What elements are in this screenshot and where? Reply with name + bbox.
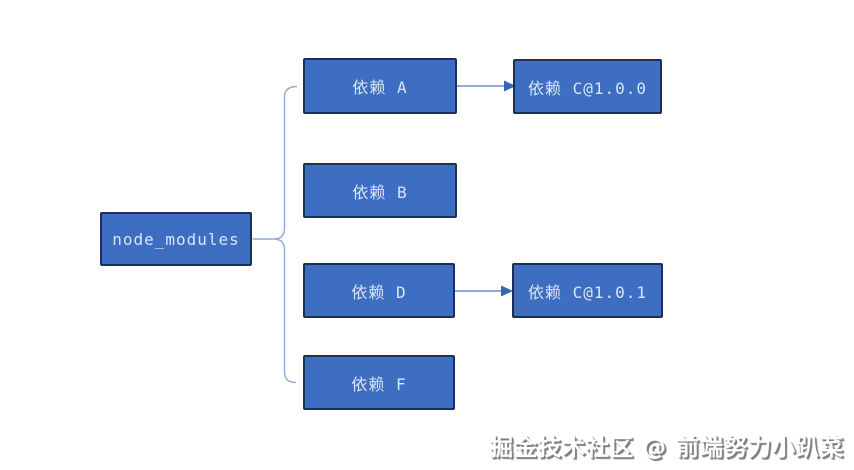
node-label: 依赖 C@1.0.0 <box>527 78 648 98</box>
node-box-node-modules: node_modules <box>100 212 252 266</box>
brace-connector <box>274 85 298 384</box>
node-label: node_modules <box>112 229 240 249</box>
node-label: 依赖 A <box>352 78 408 97</box>
watermark: 掘金技术社区 @ 前端努力小趴菜 <box>489 435 844 461</box>
arrow-dep-a-to-c100 <box>457 80 516 92</box>
arrow-dep-d-to-c101 <box>455 285 513 297</box>
node-label: 依赖 D <box>351 282 407 302</box>
node-label: 依赖 F <box>351 374 407 394</box>
node-box-dep-c-1-0-0: 依赖 C@1.0.0 <box>513 59 662 114</box>
node-box-dep-d: 依赖 D <box>303 263 455 318</box>
node-label: 依赖 C@1.0.1 <box>527 282 648 302</box>
node-label: 依赖 B <box>352 182 408 202</box>
node-box-dep-f: 依赖 F <box>303 355 455 410</box>
node-box-dep-a: 依赖 A <box>303 58 457 114</box>
node-box-dep-b: 依赖 B <box>303 163 457 218</box>
node-box-dep-c-1-0-1: 依赖 C@1.0.1 <box>512 263 663 318</box>
